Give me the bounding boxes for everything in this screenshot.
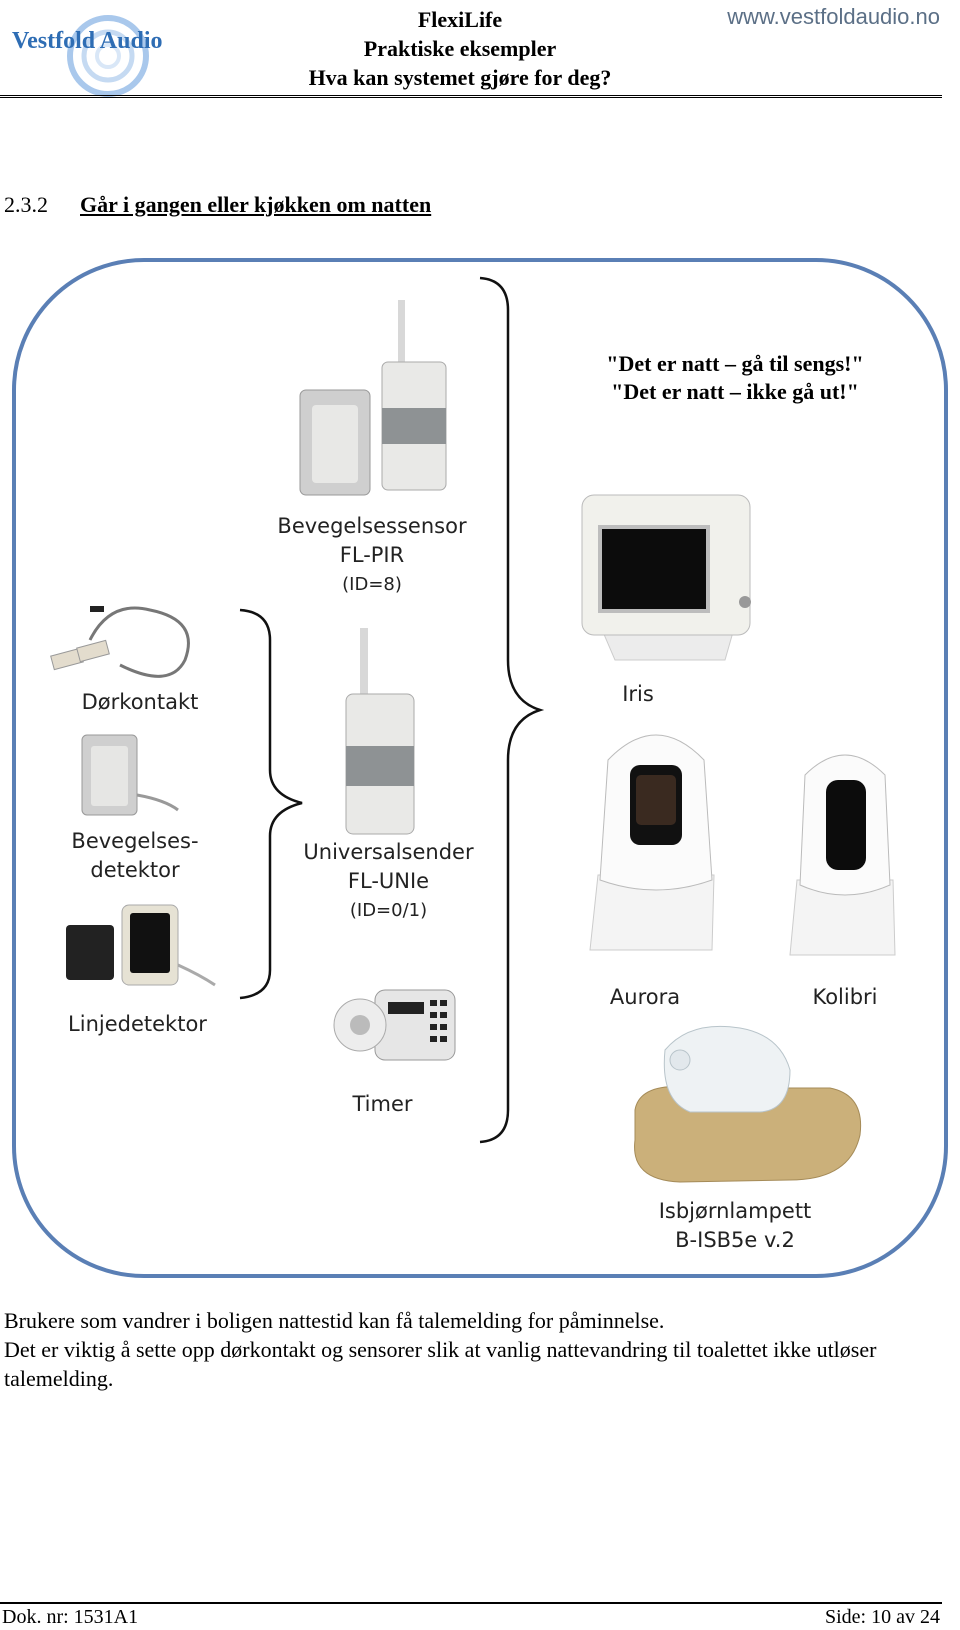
pir-sensor-icon bbox=[299, 300, 447, 496]
aurora-device-icon bbox=[589, 734, 715, 951]
universal-sender-id: (ID=0/1) bbox=[349, 900, 428, 921]
universal-sender-model: FL-UNIe bbox=[347, 869, 430, 893]
motion-detector-label: Bevegelses- detektor bbox=[50, 827, 220, 885]
header-divider bbox=[0, 95, 942, 96]
universal-sender-name: Universalsender bbox=[303, 840, 474, 864]
door-contact-label: Dørkontakt bbox=[81, 690, 199, 714]
line-detector-icon bbox=[66, 904, 216, 987]
header-title-line: FlexiLife bbox=[417, 7, 503, 32]
header-title-line: Hva kan systemet gjøre for deg? bbox=[308, 65, 612, 90]
polar-bear-lamp-name: Isbjørnlampett bbox=[658, 1199, 812, 1223]
motion-detector-line: detektor bbox=[90, 858, 180, 882]
motion-detector-line: Bevegelses- bbox=[71, 829, 199, 853]
universal-sender-label: Universalsender FL-UNIe (ID=0/1) bbox=[276, 838, 501, 925]
iris-label: Iris bbox=[622, 682, 654, 706]
kolibri-label: Kolibri bbox=[812, 985, 878, 1009]
header-url[interactable]: www.vestfoldaudio.no bbox=[727, 4, 940, 29]
line-detector-label: Linjedetektor bbox=[68, 1012, 207, 1036]
timer-icon bbox=[333, 989, 456, 1061]
pir-sensor-name: Bevegelsessensor bbox=[277, 514, 467, 538]
footer-divider bbox=[0, 1602, 942, 1604]
brace-small bbox=[239, 608, 303, 1000]
body-line: Brukere som vandrer i boligen nattestid … bbox=[4, 1308, 665, 1333]
universal-sender-icon bbox=[345, 628, 415, 835]
polar-bear-lamp-label: Isbjørnlampett B-ISB5e v.2 bbox=[630, 1197, 840, 1255]
section-title: Går i gangen eller kjøkken om natten bbox=[80, 192, 432, 217]
iris-device-icon bbox=[581, 494, 751, 661]
timer-label: Timer bbox=[352, 1092, 413, 1116]
logo-swirl-icon bbox=[67, 15, 149, 97]
header-title-line: Praktiske eksempler bbox=[363, 36, 557, 61]
body-paragraph: Brukere som vandrer i boligen nattestid … bbox=[4, 1306, 954, 1393]
header-title: FlexiLife Praktiske eksempler Hva kan sy… bbox=[250, 5, 670, 92]
door-contact-icon bbox=[50, 606, 190, 678]
diagram-frame bbox=[12, 258, 948, 1278]
section-number: 2.3.2 bbox=[4, 192, 48, 217]
aurora-label: Aurora bbox=[609, 985, 681, 1009]
motion-detector-icon bbox=[81, 734, 179, 816]
body-line: Det er viktig å sette opp dørkontakt og … bbox=[4, 1337, 877, 1391]
quote-line: "Det er natt – gå til sengs!" bbox=[606, 351, 864, 376]
brace-large bbox=[479, 276, 545, 1144]
voice-message-quote: "Det er natt – gå til sengs!" "Det er na… bbox=[560, 350, 910, 406]
polar-bear-lamp-model: B-ISB5e v.2 bbox=[675, 1228, 795, 1252]
page-number: Side: 10 av 24 bbox=[825, 1606, 940, 1628]
company-logo-text: Vestfold Audio bbox=[12, 28, 163, 54]
quote-line: "Det er natt – ikke gå ut!" bbox=[611, 379, 859, 404]
polar-bear-lamp-icon bbox=[634, 1025, 862, 1183]
document-number: Dok. nr: 1531A1 bbox=[2, 1606, 139, 1628]
pir-sensor-label: Bevegelsessensor FL-PIR (ID=8) bbox=[262, 512, 482, 599]
pir-sensor-model: FL-PIR bbox=[339, 543, 405, 567]
header-divider bbox=[0, 97, 942, 98]
pir-sensor-id: (ID=8) bbox=[342, 574, 402, 595]
kolibri-device-icon bbox=[789, 754, 896, 956]
